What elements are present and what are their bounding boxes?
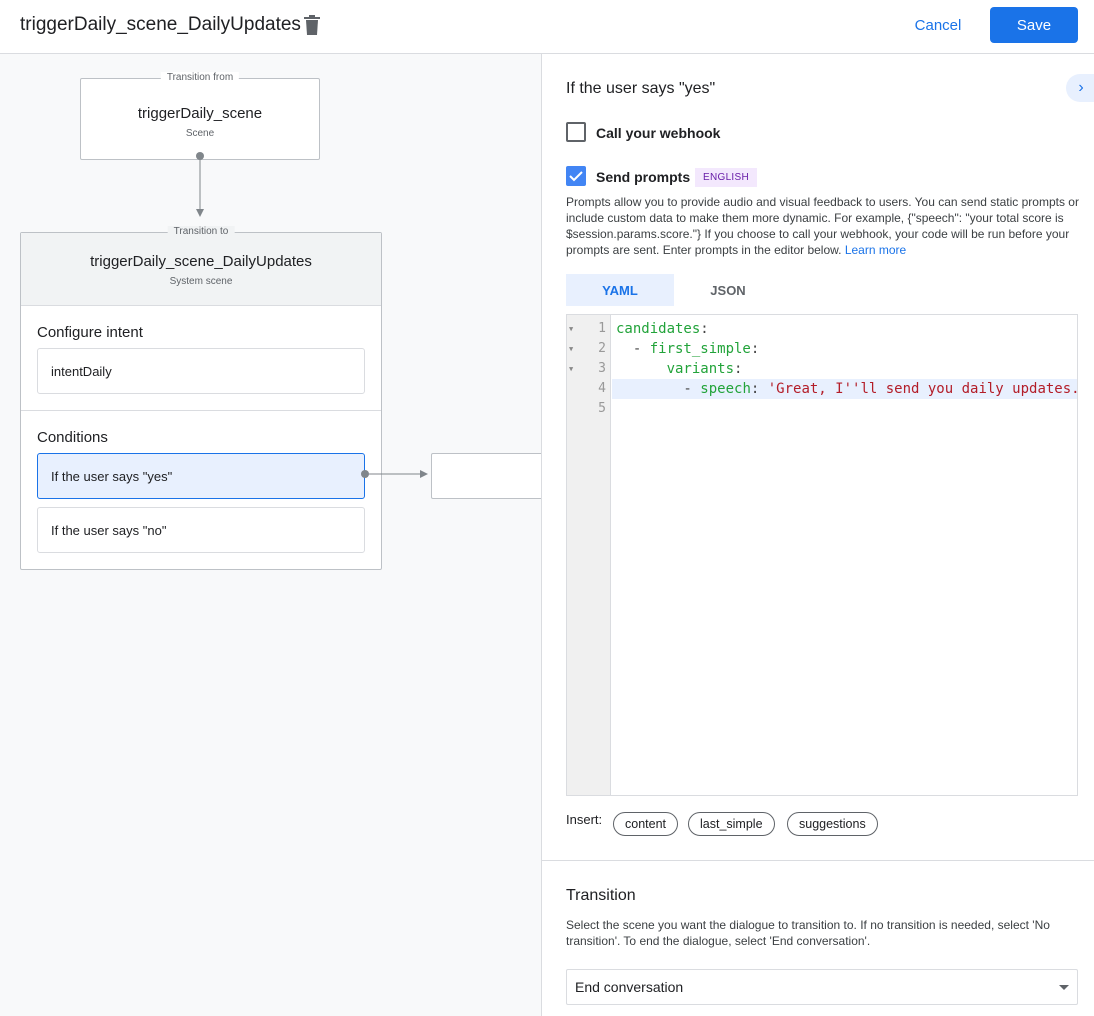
cancel-button[interactable]: Cancel: [914, 16, 962, 34]
yaml-string: 'Great, I''ll send you daily updates.: [767, 381, 1077, 397]
transition-from-node[interactable]: Transition from triggerDaily_scene Scene: [80, 72, 320, 160]
transition-from-label: Transition from: [160, 72, 240, 83]
fold-icon[interactable]: ▼: [569, 325, 574, 333]
fold-icon[interactable]: ▼: [569, 365, 574, 373]
divider: [542, 860, 1094, 861]
node-title: triggerDaily_scene: [137, 105, 263, 122]
transition-to-label: Transition to: [167, 226, 235, 237]
line-number: 2: [598, 341, 606, 356]
line-number: 1: [598, 321, 606, 336]
conditions-heading: Conditions: [37, 429, 108, 446]
tab-yaml[interactable]: YAML: [566, 274, 674, 306]
target-node[interactable]: [431, 453, 541, 499]
transition-heading: Transition: [566, 887, 636, 904]
scene-canvas: Transition from triggerDaily_scene Scene…: [0, 54, 542, 1016]
webhook-label: Call your webhook: [596, 125, 721, 141]
insert-suggestions-chip[interactable]: suggestions: [787, 812, 878, 836]
learn-more-link[interactable]: Learn more: [844, 243, 907, 257]
fold-icon[interactable]: ▼: [569, 345, 574, 353]
chevron-right-icon[interactable]: ›: [1066, 74, 1094, 102]
description-text: Prompts allow you to provide audio and v…: [566, 195, 1079, 257]
code-content[interactable]: candidates: - first_simple: variants: - …: [612, 319, 1077, 419]
node-title: triggerDaily_scene_DailyUpdates: [90, 253, 312, 270]
configure-intent-heading: Configure intent: [37, 324, 143, 341]
delete-icon[interactable]: [304, 15, 320, 35]
condition-yes[interactable]: If the user says "yes": [37, 453, 365, 499]
prompts-checkbox[interactable]: [566, 166, 586, 186]
scene-header: triggerDaily_scene_DailyUpdates System s…: [21, 233, 381, 306]
tab-json[interactable]: JSON: [710, 282, 746, 298]
yaml-key: variants: [666, 361, 735, 377]
prompts-label: Send prompts: [596, 169, 691, 185]
condition-no[interactable]: If the user says "no": [37, 507, 365, 553]
yaml-key: candidates: [616, 321, 701, 337]
transition-description: Select the scene you want the dialogue t…: [566, 918, 1050, 948]
connector-arrow: [196, 152, 204, 217]
page-title: triggerDaily_scene_DailyUpdates: [20, 14, 301, 35]
line-number: 4: [598, 381, 606, 396]
yaml-key: first_simple: [649, 341, 751, 357]
webhook-checkbox[interactable]: [566, 122, 586, 142]
condition-panel: › If the user says "yes" Call your webho…: [542, 54, 1094, 1016]
line-gutter: ▼ 1 ▼ 2 ▼ 3 4 5: [567, 315, 611, 795]
line-number: 3: [598, 361, 606, 376]
divider: [21, 410, 381, 411]
top-bar: triggerDaily_scene_DailyUpdates Cancel S…: [0, 0, 1094, 54]
yaml-key: speech: [700, 381, 751, 397]
line-number: 5: [598, 401, 606, 416]
insert-content-chip[interactable]: content: [613, 812, 679, 836]
condition-arrow: [361, 470, 428, 478]
node-subtitle: Scene: [185, 128, 215, 139]
check-icon: [569, 171, 583, 182]
insert-label: Insert:: [566, 812, 603, 827]
save-button[interactable]: Save: [990, 7, 1078, 43]
dropdown-arrow-icon: [1059, 985, 1069, 990]
node-subtitle: System scene: [169, 276, 233, 287]
transition-to-node: Transition to triggerDaily_scene_DailyUp…: [20, 226, 382, 570]
transition-select[interactable]: End conversation: [566, 969, 1078, 1005]
panel-heading: If the user says "yes": [566, 80, 716, 97]
selected-value: End conversation: [575, 979, 684, 995]
language-badge: ENGLISH: [695, 168, 758, 187]
prompts-description: Prompts allow you to provide audio and v…: [566, 194, 1082, 258]
insert-last-simple-chip[interactable]: last_simple: [688, 812, 775, 836]
intent-item[interactable]: intentDaily: [37, 348, 365, 394]
code-editor[interactable]: ▼ 1 ▼ 2 ▼ 3 4 5 candidates: - first_simple:…: [566, 314, 1078, 796]
